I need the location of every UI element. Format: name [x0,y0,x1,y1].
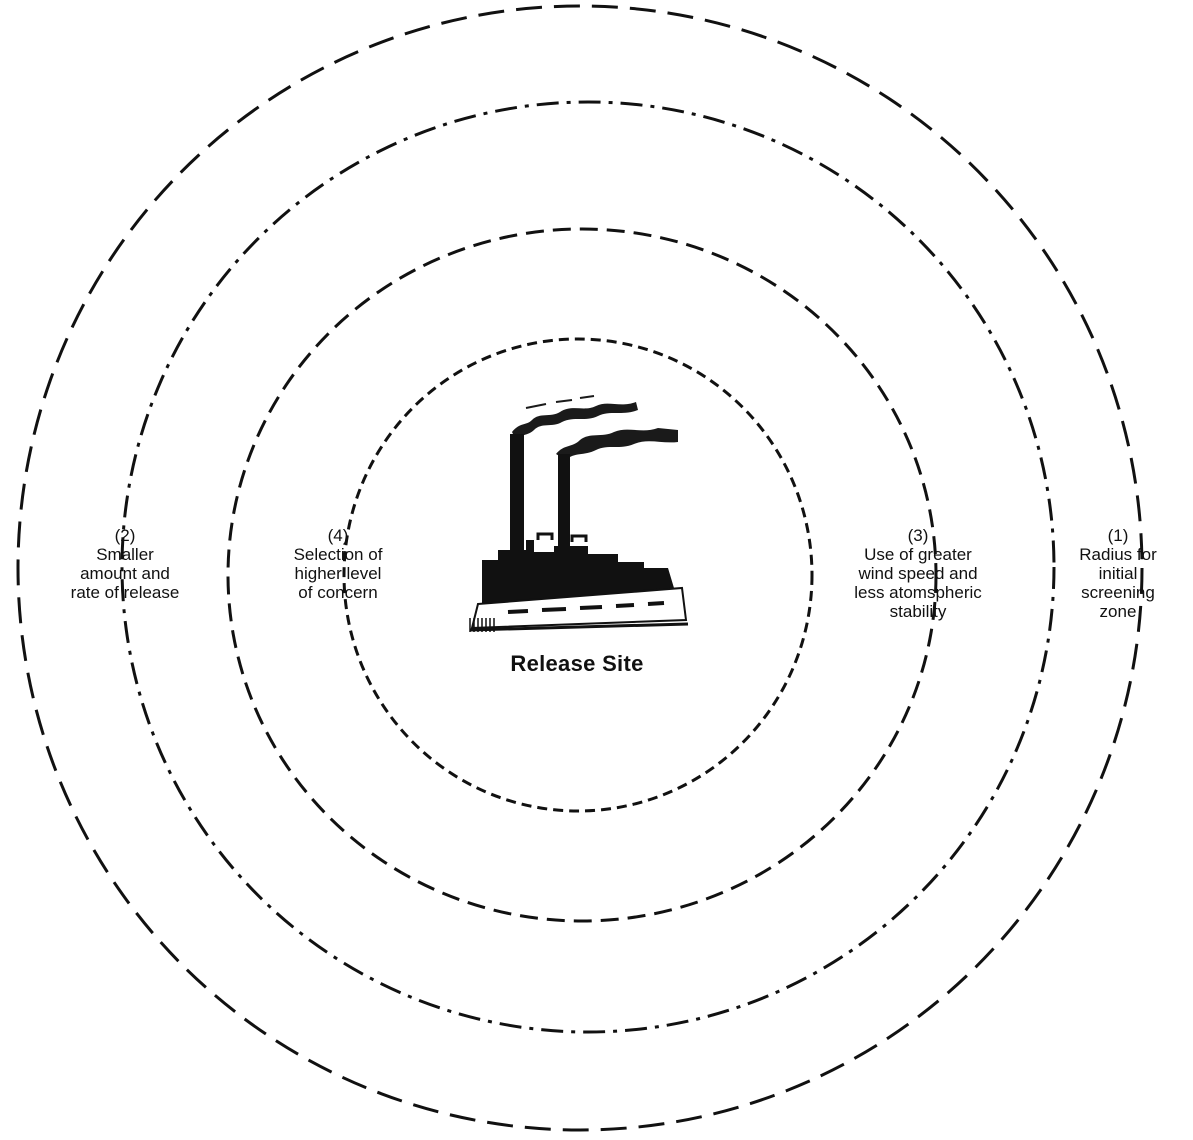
ring-1-line-2: initial [1079,564,1156,583]
smoke-top-icon [526,396,594,408]
fence-icon [470,618,494,632]
ring-4-line-2: higher level [294,564,383,583]
ring-2-line-3: rate of release [71,583,180,602]
ring-2-number: (2) [71,526,180,545]
smoke-right-icon [556,428,678,460]
ring-4-number: (4) [294,526,383,545]
ring-2-line-2: amount and [71,564,180,583]
ring-1-line-4: zone [1079,602,1156,621]
ring-1-number: (1) [1079,526,1156,545]
ring-2-line-1: Smaller [71,545,180,564]
ring-1-line-3: screening [1079,583,1156,602]
ring-1-line-1: Radius for [1079,545,1156,564]
ring-4-line-1: Selection of [294,545,383,564]
ring-2-label: (2) Smaller amount and rate of release [71,526,180,602]
ring-3-label: (3) Use of greater wind speed and less a… [854,526,982,621]
ring-3-number: (3) [854,526,982,545]
ring-4-label: (4) Selection of higher level of concern [294,526,383,602]
ring-4-line-3: of concern [294,583,383,602]
ring-1-label: (1) Radius for initial screening zone [1079,526,1156,621]
ring-3-line-2: wind speed and [854,564,982,583]
release-site-label: Release Site [510,651,643,677]
factory-icon [470,396,688,632]
ring-3-line-3: less atomspheric [854,583,982,602]
ring-3-line-4: stability [854,602,982,621]
ring-3-line-1: Use of greater [854,545,982,564]
